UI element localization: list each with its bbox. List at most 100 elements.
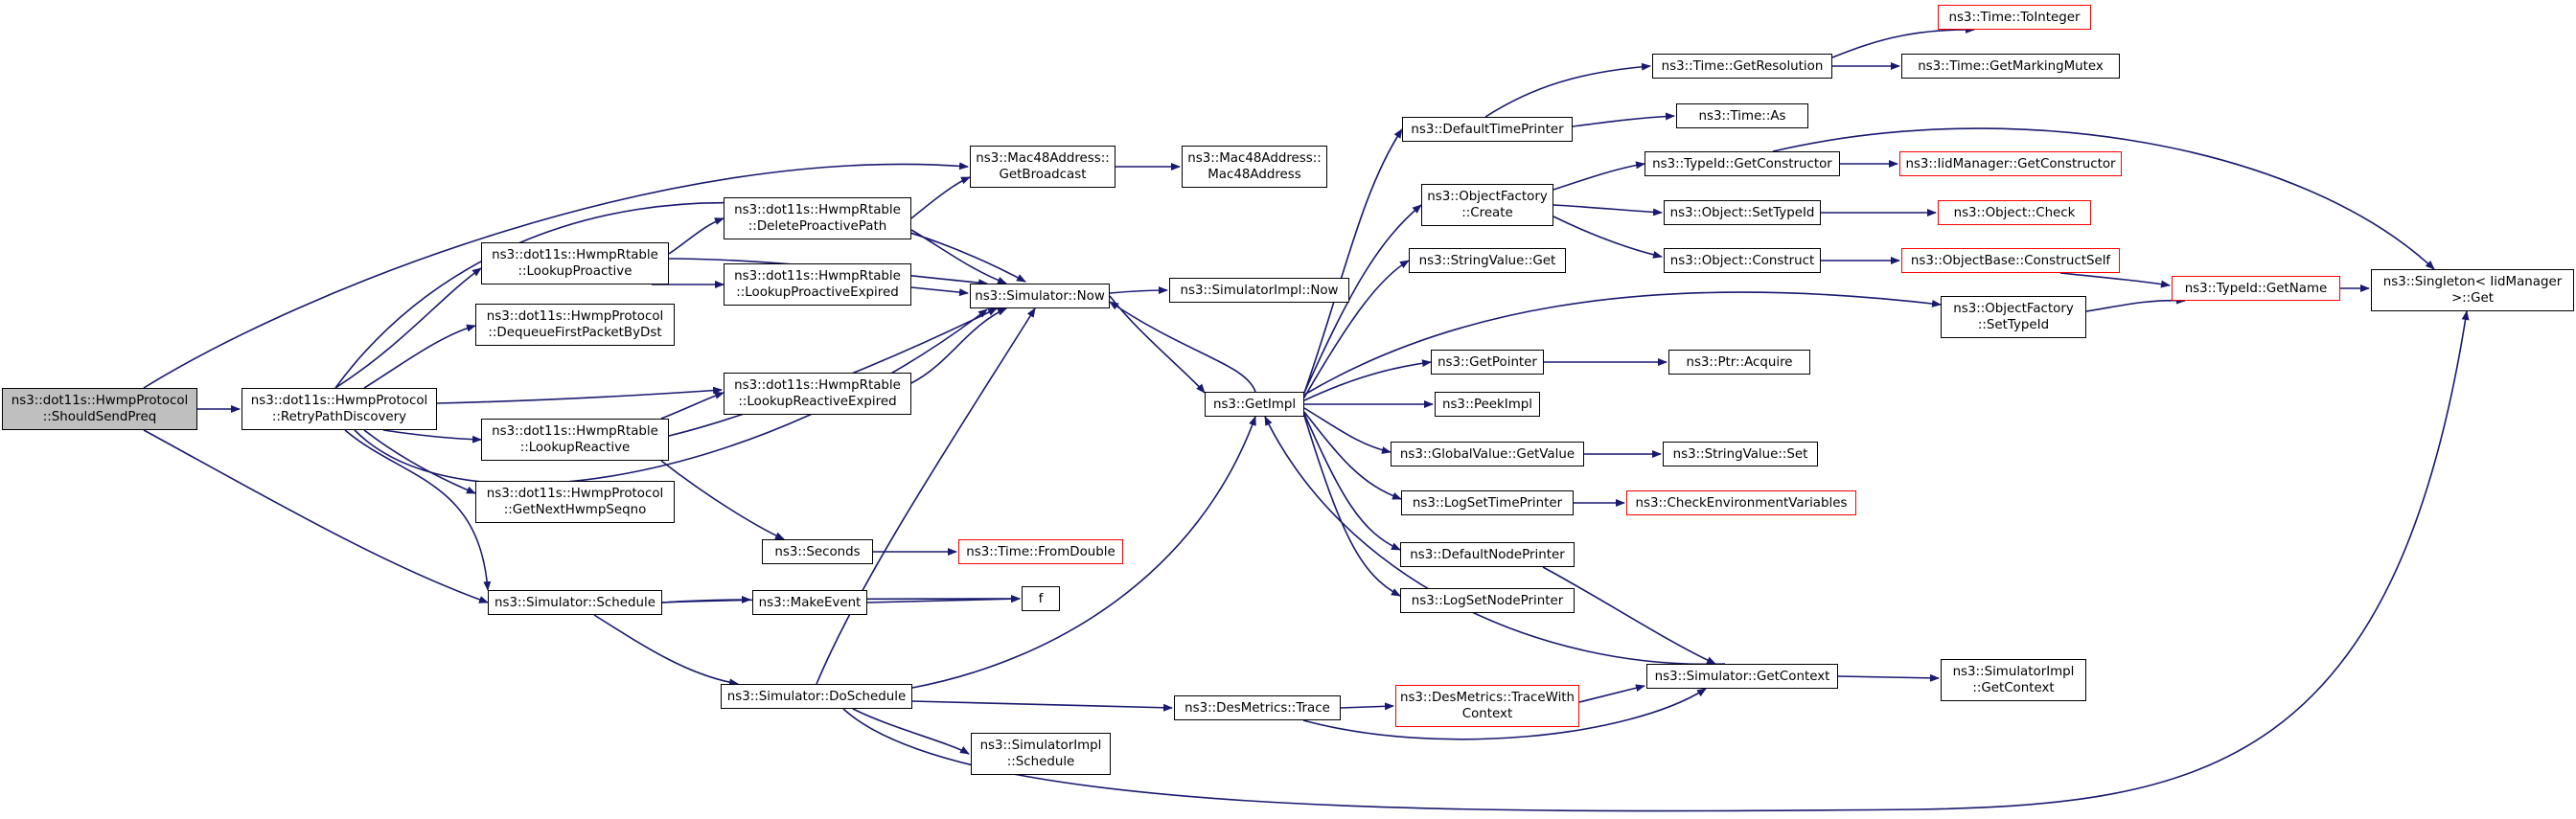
node-label: ns3::Simulator::DoSchedule [726, 689, 907, 704]
node-typeid-get-name[interactable]: ns3::TypeId::GetName [2172, 276, 2340, 301]
edge-to-get-next-hwmp-seqno [363, 429, 476, 494]
node-label: ns3::StringValue::Set [1672, 446, 1808, 462]
node-log-set-time-printer[interactable]: ns3::LogSetTimePrinter [1401, 490, 1574, 515]
node-time-to-integer[interactable]: ns3::Time::ToInteger [1938, 5, 2091, 30]
node-label: Context [1461, 707, 1513, 721]
node-object-factory-create[interactable]: ns3::ObjectFactory::Create [1421, 184, 1553, 226]
node-label: ns3::Singleton< IidManager [2382, 275, 2563, 289]
node-lookup-reactive-expired[interactable]: ns3::dot11s::HwmpRtable::LookupReactiveE… [724, 373, 911, 415]
node-label: ns3::ObjectFactory [1427, 190, 1548, 204]
node-label: ::LookupProactiveExpired [736, 285, 899, 300]
node-simulator-impl-get-context[interactable]: ns3::SimulatorImpl::GetContext [1941, 659, 2086, 701]
node-lookup-proactive[interactable]: ns3::dot11s::HwmpRtable::LookupProactive [481, 242, 669, 284]
node-object-check[interactable]: ns3::Object::Check [1938, 200, 2091, 225]
node-time-as[interactable]: ns3::Time::As [1676, 103, 1808, 128]
edge-to-mac48-get-broadcast [143, 162, 969, 389]
node-label: ns3::dot11s::HwmpRtable [734, 269, 901, 284]
node-label: ns3::IidManager::GetConstructor [1905, 156, 2116, 171]
node-retry-path-discovery[interactable]: ns3::dot11s::HwmpProtocol::RetryPathDisc… [242, 388, 437, 430]
edge-to-simulator-impl-get-context [1837, 673, 1940, 682]
node-get-impl[interactable]: ns3::GetImpl [1205, 392, 1304, 417]
node-f[interactable]: f [1022, 586, 1060, 611]
node-singleton-get[interactable]: ns3::Singleton< IidManager>::Get [2371, 269, 2574, 311]
node-seconds[interactable]: ns3::Seconds [762, 539, 873, 564]
node-label: ::Schedule [1006, 755, 1075, 769]
edge-to-dequeue-first-packet [363, 324, 476, 389]
node-label: ns3::Simulator::Schedule [494, 595, 656, 610]
node-object-factory-set-type-id[interactable]: ns3::ObjectFactory::SetTypeId [1941, 296, 2086, 338]
edge-to-string-value-get [1303, 260, 1410, 398]
node-des-metrics-trace[interactable]: ns3::DesMetrics::Trace [1174, 695, 1341, 720]
node-get-next-hwmp-seqno[interactable]: ns3::dot11s::HwmpProtocol::GetNextHwmpSe… [475, 481, 675, 523]
node-object-set-type-id[interactable]: ns3::Object::SetTypeId [1664, 200, 1821, 225]
node-mac48-ctor[interactable]: ns3::Mac48Address::Mac48Address [1182, 146, 1327, 188]
edge-to-seconds [660, 460, 785, 540]
node-label: ::LookupReactiveExpired [738, 395, 897, 409]
node-simulator-impl-now[interactable]: ns3::SimulatorImpl::Now [1169, 278, 1349, 303]
node-label: ns3::DesMetrics::Trace [1184, 700, 1330, 716]
node-label: ns3::dot11s::HwmpProtocol [11, 394, 189, 408]
edge-to-simulator-get-context [1542, 566, 1716, 665]
node-simulator-schedule[interactable]: ns3::Simulator::Schedule [488, 590, 662, 615]
edge-to-default-time-printer [1303, 128, 1403, 394]
node-simulator-impl-schedule[interactable]: ns3::SimulatorImpl::Schedule [971, 733, 1111, 775]
node-log-set-node-printer[interactable]: ns3::LogSetNodePrinter [1400, 588, 1575, 613]
edge-to-des-metrics-trace [911, 700, 1173, 712]
node-label: ns3::DefaultNodePrinter [1410, 547, 1565, 562]
node-iid-manager-get-constructor[interactable]: ns3::IidManager::GetConstructor [1899, 151, 2122, 176]
node-label: ns3::DesMetrics::TraceWith [1399, 691, 1576, 705]
node-label: ns3::dot11s::HwmpRtable [492, 424, 658, 439]
node-lookup-proactive-expired[interactable]: ns3::dot11s::HwmpRtable::LookupProactive… [724, 263, 911, 306]
node-string-value-get[interactable]: ns3::StringValue::Get [1409, 248, 1566, 273]
edge-to-typeid-get-constructor [1552, 161, 1645, 191]
node-should-send-preq: ns3::dot11s::HwmpProtocol::ShouldSendPre… [2, 388, 197, 430]
edge-to-singleton-get [1772, 127, 2435, 270]
node-label: ns3::TypeId::GetName [2184, 281, 2328, 296]
node-object-construct[interactable]: ns3::Object::Construct [1664, 248, 1821, 273]
node-label: ns3::Time::ToInteger [1948, 10, 2081, 25]
node-label: ns3::Time::GetResolution [1661, 58, 1824, 74]
edge-to-simulator-schedule [143, 429, 489, 603]
node-global-value-get-value[interactable]: ns3::GlobalValue::GetValue [1391, 442, 1584, 466]
node-label: ns3::StringValue::Get [1418, 253, 1556, 268]
node-label: ns3::DefaultTimePrinter [1411, 122, 1564, 137]
node-label: ns3::ObjectFactory [1953, 302, 2074, 316]
node-simulator-now[interactable]: ns3::Simulator::Now [970, 284, 1110, 308]
node-get-pointer[interactable]: ns3::GetPointer [1431, 350, 1544, 375]
node-simulator-get-context[interactable]: ns3::Simulator::GetContext [1646, 664, 1838, 689]
node-time-get-marking-mutex[interactable]: ns3::Time::GetMarkingMutex [1901, 54, 2120, 79]
node-mac48-get-broadcast[interactable]: ns3::Mac48Address::GetBroadcast [970, 146, 1116, 188]
node-dequeue-first-packet[interactable]: ns3::dot11s::HwmpProtocol::DequeueFirstP… [475, 304, 675, 346]
edge-to-lookup-reactive-expired [660, 392, 724, 420]
edge-to-object-factory-create [1303, 204, 1422, 394]
node-label: ::GetContext [1972, 681, 2055, 695]
node-label: ns3::Seconds [774, 544, 861, 559]
node-string-value-set[interactable]: ns3::StringValue::Set [1663, 442, 1818, 466]
node-label: ns3::dot11s::HwmpProtocol [486, 309, 664, 324]
edge-to-simulator-do-schedule [593, 614, 739, 687]
node-delete-proactive-path[interactable]: ns3::dot11s::HwmpRtable::DeleteProactive… [724, 197, 911, 239]
node-peek-impl[interactable]: ns3::PeekImpl [1435, 392, 1540, 417]
node-default-node-printer[interactable]: ns3::DefaultNodePrinter [1400, 542, 1575, 567]
node-label: ::SetTypeId [1977, 318, 2050, 332]
node-typeid-get-constructor[interactable]: ns3::TypeId::GetConstructor [1644, 151, 1840, 176]
node-make-event[interactable]: ns3::MakeEvent [752, 590, 867, 615]
node-label: Mac48Address [1208, 168, 1301, 182]
edge-to-simulator-now [1109, 301, 1256, 393]
edge-to-get-impl [911, 416, 1256, 689]
node-check-environment-variables[interactable]: ns3::CheckEnvironmentVariables [1626, 490, 1856, 515]
node-time-get-resolution[interactable]: ns3::Time::GetResolution [1652, 54, 1832, 79]
node-ptr-acquire[interactable]: ns3::Ptr::Acquire [1668, 350, 1810, 375]
node-label: ns3::Ptr::Acquire [1686, 354, 1793, 370]
node-object-base-construct-self[interactable]: ns3::ObjectBase::ConstructSelf [1901, 248, 2120, 273]
node-default-time-printer[interactable]: ns3::DefaultTimePrinter [1402, 117, 1573, 142]
node-label: ::RetryPathDiscovery [271, 410, 407, 424]
edge-to-log-set-time-printer [1303, 411, 1402, 500]
node-lookup-reactive[interactable]: ns3::dot11s::HwmpRtable::LookupReactive [481, 419, 669, 461]
node-simulator-do-schedule[interactable]: ns3::Simulator::DoSchedule [721, 684, 912, 709]
edge-to-simulator-impl-now [1109, 286, 1168, 295]
edge-to-simulator-get-context [1302, 688, 1707, 740]
node-label: ::DeleteProactivePath [748, 219, 887, 234]
node-time-from-double[interactable]: ns3::Time::FromDouble [958, 539, 1123, 564]
